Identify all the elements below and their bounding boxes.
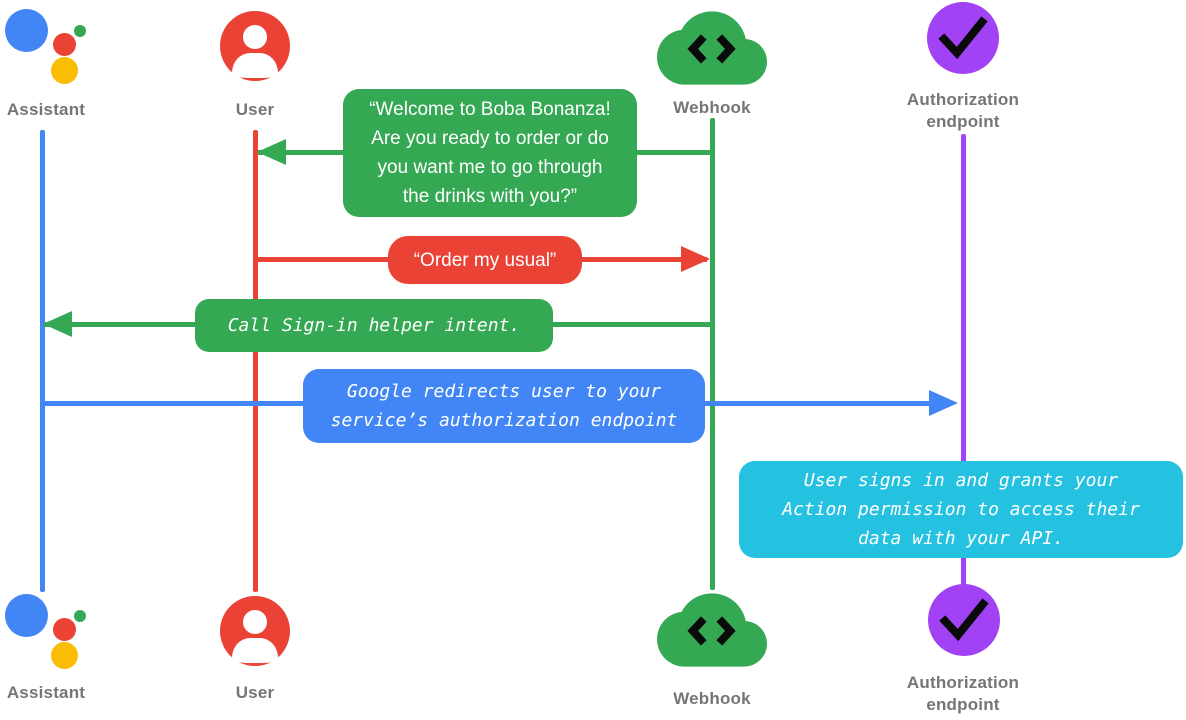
user-icon <box>220 11 290 81</box>
webhook-icon <box>657 593 767 667</box>
auth-icon-disc <box>928 584 1000 656</box>
order-arrowhead-icon <box>681 246 710 272</box>
user-lifeline <box>253 130 258 592</box>
auth-check-icon <box>939 598 989 642</box>
user-icon <box>220 596 290 666</box>
webhook-code-bracket-right <box>716 616 736 646</box>
assistant-green-dot <box>74 25 86 37</box>
assistant-green-dot <box>74 610 86 622</box>
signin-intent-text: Call Sign-in helper intent. <box>227 315 521 336</box>
webhook-code-bracket-left <box>687 616 707 646</box>
welcome-message-bubble: “Welcome to Boba Bonanza! Are you ready … <box>343 89 637 217</box>
user-label: User <box>235 683 275 702</box>
redirect-note-line: service’s authorization endpoint <box>330 410 678 431</box>
order-message-bubble: “Order my usual” <box>388 236 582 284</box>
auth-endpoint-lifeline <box>961 134 966 590</box>
redirect-note-box: Google redirects user to your service’s … <box>303 369 705 443</box>
auth-icon-disc <box>927 2 999 74</box>
order-message-text: “Order my usual” <box>413 249 557 271</box>
signin-arrowhead-icon <box>43 311 72 337</box>
assistant-yellow-circle <box>51 642 78 669</box>
welcome-message-line: you want me to go through <box>377 157 603 178</box>
assistant-yellow-circle <box>51 57 78 84</box>
user-icon-body <box>232 53 278 78</box>
user-icon-head <box>243 25 267 49</box>
signin-grant-note-box: User signs in and grants your Action per… <box>739 461 1183 558</box>
auth-endpoint-label: Authorization endpoint <box>906 673 1020 714</box>
auth-check-icon <box>938 16 988 60</box>
webhook-cloud-shape <box>657 593 767 667</box>
assistant-blue-circle <box>5 594 48 637</box>
webhook-cloud-shape <box>657 11 767 85</box>
grant-note-line: data with your API. <box>858 528 1064 549</box>
user-icon-head <box>243 610 267 634</box>
welcome-message-line: “Welcome to Boba Bonanza! <box>369 99 611 120</box>
welcome-message-line: Are you ready to order or do <box>371 128 609 149</box>
assistant-label: Assistant <box>6 683 86 702</box>
google-assistant-icon <box>0 0 100 90</box>
google-assistant-icon <box>0 585 100 675</box>
assistant-red-circle <box>53 33 76 56</box>
user-label: User <box>235 100 275 119</box>
assistant-label: Assistant <box>6 100 86 119</box>
redirect-arrowhead-icon <box>929 390 958 416</box>
grant-note-line: Action permission to access their <box>782 499 1140 520</box>
webhook-code-bracket-left <box>687 34 707 64</box>
signin-intent-box: Call Sign-in helper intent. <box>195 299 553 352</box>
redirect-note-line: Google redirects user to your <box>346 381 662 402</box>
grant-note-line: User signs in and grants your <box>803 470 1119 491</box>
welcome-message-line: the drinks with you?” <box>402 186 578 207</box>
webhook-code-bracket-right <box>716 34 736 64</box>
user-icon-body <box>232 638 278 663</box>
webhook-lifeline <box>710 118 715 590</box>
assistant-red-circle <box>53 618 76 641</box>
welcome-arrowhead-icon <box>257 139 286 165</box>
auth-endpoint-label: Authorization endpoint <box>906 90 1020 131</box>
assistant-blue-circle <box>5 9 48 52</box>
webhook-label: Webhook <box>673 98 751 117</box>
webhook-label: Webhook <box>673 689 751 708</box>
webhook-icon <box>657 11 767 85</box>
authorization-endpoint-icon <box>927 2 999 74</box>
assistant-lifeline <box>40 130 45 592</box>
authorization-endpoint-icon <box>928 584 1000 656</box>
